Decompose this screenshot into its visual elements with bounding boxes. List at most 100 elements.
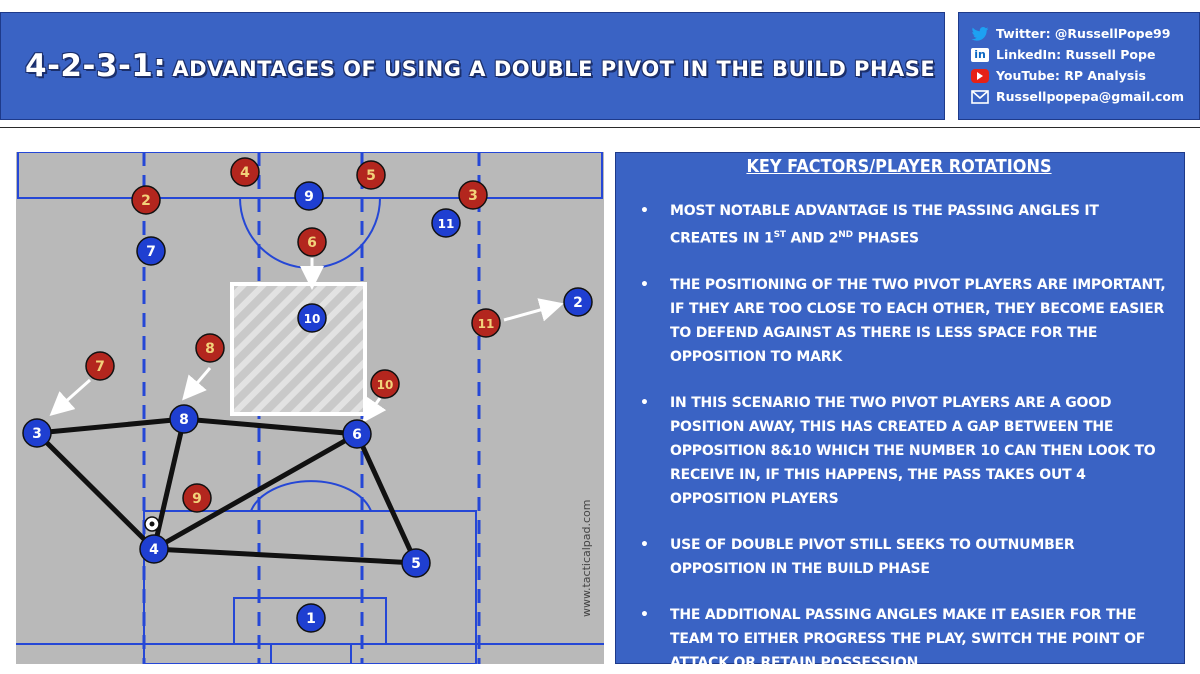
blue-player-number: 1 bbox=[306, 611, 316, 627]
red-player-number: 8 bbox=[205, 341, 215, 357]
key-factor-item: • The additional passing angles make it … bbox=[632, 603, 1166, 674]
pass-line-4-5 bbox=[151, 546, 419, 566]
social-row-linkedin[interactable]: in LinkedIn: Russell Pope bbox=[971, 44, 1199, 65]
key-factor-text-1c: phases bbox=[852, 230, 920, 247]
key-factor-item: • The positioning of the two pivot playe… bbox=[632, 273, 1166, 369]
blue-player-5: 5 bbox=[401, 548, 431, 578]
bullet-icon: • bbox=[640, 606, 649, 623]
red-player-3: 3 bbox=[458, 180, 488, 210]
red-player-10: 10 bbox=[370, 369, 400, 399]
blue-player-3: 3 bbox=[22, 418, 52, 448]
blue-player-6: 6 bbox=[342, 419, 372, 449]
blue-player-9: 9 bbox=[294, 181, 324, 211]
blue-player-8: 8 bbox=[169, 404, 199, 434]
blue-player-marker bbox=[294, 181, 324, 211]
red-player-9: 9 bbox=[182, 483, 212, 513]
red-player-2: 2 bbox=[131, 185, 161, 215]
blue-player-1: 1 bbox=[296, 603, 326, 633]
key-factor-text-4: Use of double pivot still seeks to outnu… bbox=[670, 536, 1075, 577]
red-player-number: 4 bbox=[240, 165, 250, 181]
arrow-red7-press bbox=[49, 378, 91, 416]
blue-player-marker bbox=[342, 419, 372, 449]
blue-player-marker bbox=[401, 548, 431, 578]
blue-player-2: 2 bbox=[563, 287, 593, 317]
bullet-icon: • bbox=[640, 394, 649, 411]
pass-line-3-4 bbox=[34, 430, 157, 552]
email-address: Russellpopepa@gmail.com bbox=[996, 89, 1185, 104]
key-factor-item: • In this scenario the two pivot players… bbox=[632, 391, 1166, 511]
social-row-twitter[interactable]: Twitter: @RussellPope99 bbox=[971, 23, 1199, 44]
key-factor-text-1b: and 2 bbox=[785, 230, 839, 247]
youtube-channel: YouTube: RP Analysis bbox=[996, 68, 1146, 83]
red-player-number: 11 bbox=[478, 317, 495, 331]
red-player-marker bbox=[195, 333, 225, 363]
red-player-marker bbox=[182, 483, 212, 513]
movement-arrows bbox=[49, 258, 564, 423]
linkedin-icon: in bbox=[971, 47, 989, 62]
blue-player-4: 4 bbox=[139, 534, 169, 564]
sup-nd: nd bbox=[838, 230, 853, 240]
blue-player-marker bbox=[169, 404, 199, 434]
social-links-box: Twitter: @RussellPope99 in LinkedIn: Rus… bbox=[958, 12, 1200, 120]
arrow-red11-press bbox=[503, 298, 564, 322]
blue-player-marker bbox=[431, 208, 461, 238]
twitter-handle: Twitter: @RussellPope99 bbox=[996, 26, 1171, 41]
pass-line-4-6 bbox=[151, 431, 360, 552]
tacticalpad-watermark: www.tacticalpad.com bbox=[580, 500, 593, 618]
blue-player-number: 3 bbox=[32, 426, 42, 442]
red-player-marker bbox=[230, 157, 260, 187]
red-player-marker bbox=[85, 351, 115, 381]
key-factor-text-5: The additional passing angles make it ea… bbox=[670, 606, 1146, 671]
arrow-red8-press bbox=[182, 367, 212, 401]
pass-line-3-8 bbox=[34, 416, 187, 436]
blue-player-number: 5 bbox=[411, 556, 421, 572]
blue-player-marker bbox=[22, 418, 52, 448]
blue-player-number: 10 bbox=[304, 312, 321, 326]
football bbox=[144, 516, 160, 532]
blue-player-marker bbox=[296, 603, 326, 633]
red-player-number: 6 bbox=[307, 235, 317, 251]
red-player-number: 7 bbox=[95, 359, 105, 375]
blue-player-marker bbox=[297, 303, 327, 333]
blue-player-number: 11 bbox=[438, 217, 455, 231]
blue-player-marker bbox=[563, 287, 593, 317]
email-icon bbox=[971, 89, 989, 104]
pitch-diagram: www.tacticalpad.com 1 2 3 4 5 6 7 8 9 10 11 2 3 4 5 6 7… bbox=[16, 152, 604, 664]
opposition-team: 2 3 4 5 6 7 8 9 10 11 bbox=[85, 157, 501, 513]
linkedin-name: LinkedIn: Russell Pope bbox=[996, 47, 1156, 62]
blue-player-number: 2 bbox=[573, 295, 583, 311]
bullet-icon: • bbox=[640, 276, 649, 293]
red-player-number: 2 bbox=[141, 193, 151, 209]
bullet-icon: • bbox=[640, 203, 649, 219]
red-player-6: 6 bbox=[297, 227, 327, 257]
blue-player-7: 7 bbox=[136, 236, 166, 266]
blue-player-marker bbox=[139, 534, 169, 564]
page-title: 4-2-3-1: Advantages of using a double pi… bbox=[25, 48, 935, 84]
red-player-marker bbox=[370, 369, 400, 399]
blue-player-number: 6 bbox=[352, 427, 362, 443]
bullet-icon: • bbox=[640, 536, 649, 553]
key-factor-text-3: In this scenario the two pivot players a… bbox=[670, 394, 1156, 507]
red-player-number: 10 bbox=[377, 378, 394, 392]
red-player-7: 7 bbox=[85, 351, 115, 381]
passing-lines bbox=[34, 416, 419, 566]
red-player-marker bbox=[471, 308, 501, 338]
sup-st: st bbox=[773, 230, 786, 240]
red-player-number: 9 bbox=[192, 491, 202, 507]
key-factor-item: • Most notable advantage is the passing … bbox=[632, 199, 1166, 251]
key-factor-item: • Use of double pivot still seeks to out… bbox=[632, 533, 1166, 581]
space-zone bbox=[230, 282, 367, 416]
blue-team: 1 2 3 4 5 6 7 8 9 10 11 bbox=[22, 181, 593, 633]
red-player-11: 11 bbox=[471, 308, 501, 338]
key-factors-panel: Key factors/player rotations • Most nota… bbox=[615, 152, 1185, 671]
pass-line-6-5 bbox=[354, 431, 419, 566]
social-row-youtube[interactable]: YouTube: RP Analysis bbox=[971, 65, 1199, 86]
twitter-icon bbox=[971, 26, 989, 41]
red-player-marker bbox=[131, 185, 161, 215]
blue-player-10: 10 bbox=[297, 303, 327, 333]
key-factors-list: • Most notable advantage is the passing … bbox=[632, 199, 1166, 674]
title-text: Advantages of using a double pivot in th… bbox=[172, 57, 936, 81]
social-row-email[interactable]: Russellpopepa@gmail.com bbox=[971, 86, 1199, 107]
red-player-marker bbox=[458, 180, 488, 210]
red-player-number: 5 bbox=[366, 168, 376, 184]
